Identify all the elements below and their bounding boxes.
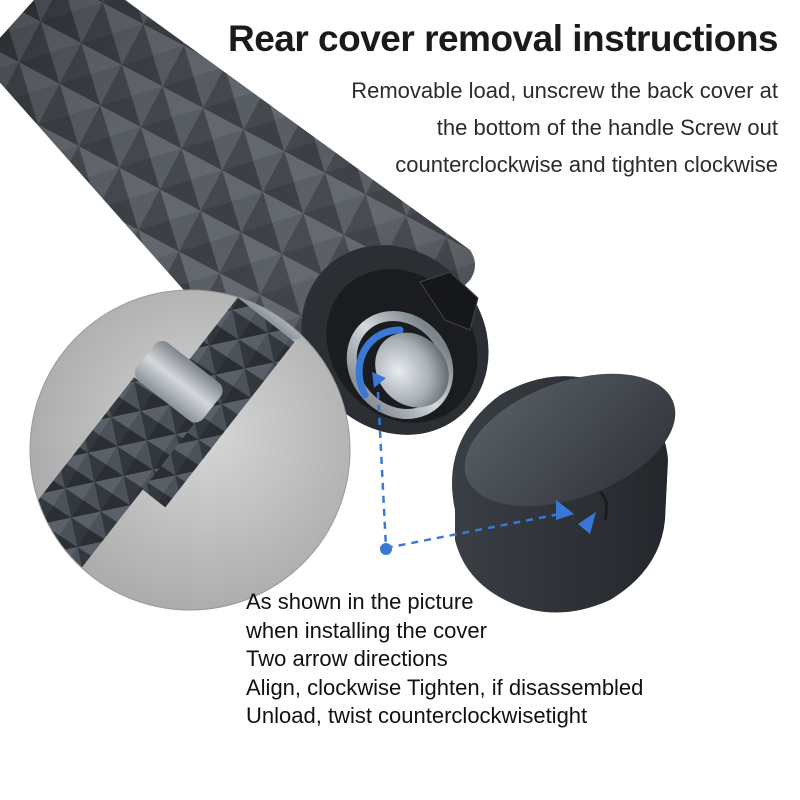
note-line: Align, clockwise Tighten, if disassemble…	[246, 674, 644, 700]
note-line: when installing the cover	[246, 617, 487, 643]
arrow-marker-icon	[556, 500, 574, 520]
detail-inset	[29, 289, 351, 611]
installation-notes: As shown in the picture when installing …	[246, 588, 643, 731]
note-line: Two arrow directions	[246, 646, 448, 671]
guide-dot-icon	[380, 543, 392, 555]
arrow-marker-icon	[578, 512, 596, 534]
intro-text: Removable load, unscrew the back cover a…	[258, 72, 778, 183]
arrow-marker-icon	[372, 372, 386, 388]
note-line: As shown in the picture	[246, 589, 474, 614]
handle-end-opening	[301, 245, 489, 435]
page-title: Rear cover removal instructions	[228, 18, 779, 59]
note-line: Unload, twist counterclockwisetight	[246, 703, 588, 728]
alignment-guide	[376, 391, 571, 555]
intro-line: Removable load, unscrew the back cover a…	[351, 78, 778, 103]
intro-line: counterclockwise and tighten clockwise	[395, 152, 778, 177]
rear-cover-cap	[452, 373, 676, 613]
intro-line: the bottom of the handle Screw out	[436, 115, 778, 140]
